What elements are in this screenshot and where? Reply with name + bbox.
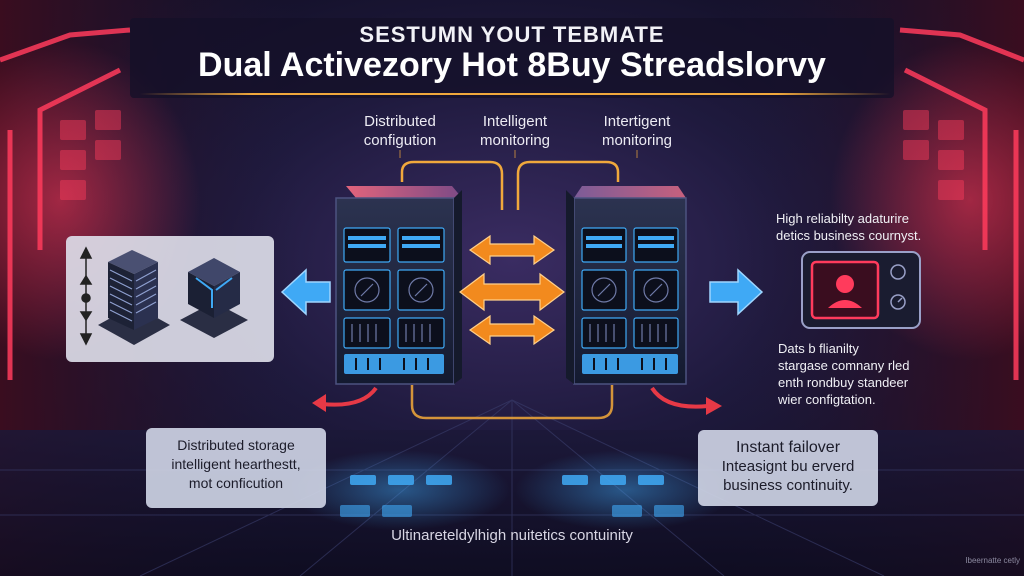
distributed-storage-box: Distributed storage intelligent hearthes… <box>146 428 326 508</box>
cube-icon <box>180 258 248 338</box>
floor-link-lines <box>410 385 614 420</box>
data-reliability-text: Dats b flianilty stargase comnany rled e… <box>778 341 910 407</box>
title-divider <box>140 93 890 95</box>
security-monitor-icon <box>801 251 921 329</box>
red-curved-arrow-right-icon <box>650 386 722 415</box>
arrow-left-blue-icon <box>280 268 331 316</box>
page-title: Dual Activezory Hot 8Buy Streadslorvy <box>198 46 826 84</box>
bottom-caption: Ultinareteldylhigh nuitetics contuinity <box>391 527 633 544</box>
label-intertigent-monitoring: Intertigent monitoring <box>601 113 673 149</box>
arrow-right-blue-icon <box>709 268 764 316</box>
label-distributed-configuration: Distributed configution <box>363 113 437 149</box>
server-rack-icon <box>98 250 170 345</box>
server-left <box>335 186 462 385</box>
red-curved-arrow-left-icon <box>312 386 378 412</box>
title-panel <box>130 18 894 98</box>
server-right <box>566 186 687 385</box>
reliability-text: High reliabilty adaturire detics busines… <box>776 211 922 243</box>
watermark: Ibeernatte cetly <box>965 556 1020 565</box>
bidirectional-arrow-icon <box>459 234 565 346</box>
instant-failover-box: Instant failover Inteasignt bu erverd bu… <box>698 430 878 506</box>
title-subtitle: SESTUMN YOUT TEBMATE <box>359 22 665 47</box>
vertical-arrows-icon <box>79 246 93 346</box>
label-intelligent-monitoring: Intelligent monitoring <box>479 113 551 149</box>
